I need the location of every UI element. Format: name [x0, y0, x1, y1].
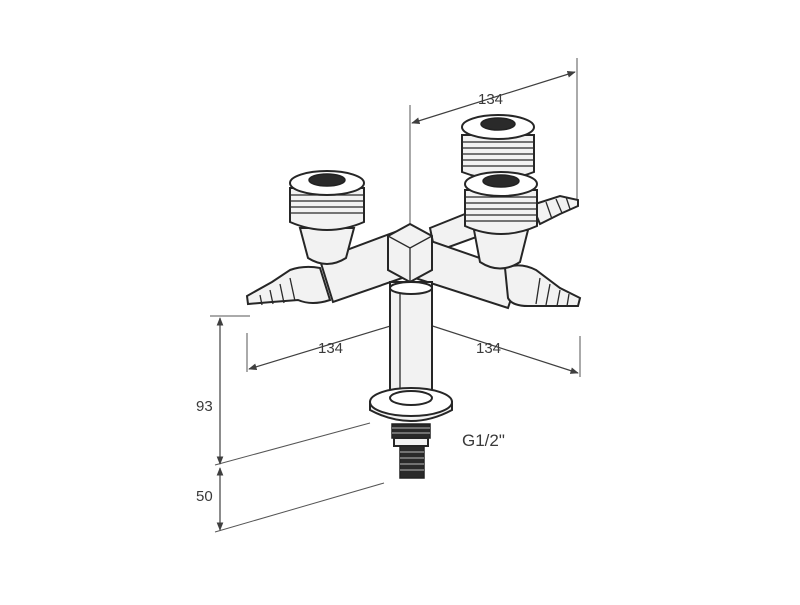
dimension-label-top: 134	[478, 91, 503, 108]
extension-line-thread-end	[214, 482, 385, 533]
dimension-line-top	[411, 71, 576, 124]
dimension-label-right: 134	[476, 340, 501, 357]
extension-line-flange	[214, 422, 371, 466]
central-hub	[387, 222, 433, 284]
hose-nozzle-back-right	[530, 194, 579, 226]
threaded-connector	[391, 423, 431, 479]
dimension-line-left	[248, 318, 411, 371]
hose-nozzle-left	[245, 265, 332, 306]
vertical-stem	[389, 281, 433, 395]
dimension-label-50: 50	[196, 488, 213, 505]
valve-left	[289, 170, 365, 265]
dimension-line-right	[413, 319, 579, 374]
valve-front-right	[464, 171, 538, 270]
dimension-label-93: 93	[196, 398, 213, 415]
base-flange	[369, 387, 453, 422]
hose-nozzle-right	[503, 264, 582, 307]
dimension-top: 134	[409, 58, 578, 232]
dimension-vertical: 93 50	[196, 315, 385, 533]
dimension-horizontal: 134 134	[246, 312, 581, 377]
thread-size-label: G1/2"	[462, 431, 505, 450]
dimension-label-left: 134	[318, 340, 343, 357]
valve-back	[461, 114, 535, 180]
